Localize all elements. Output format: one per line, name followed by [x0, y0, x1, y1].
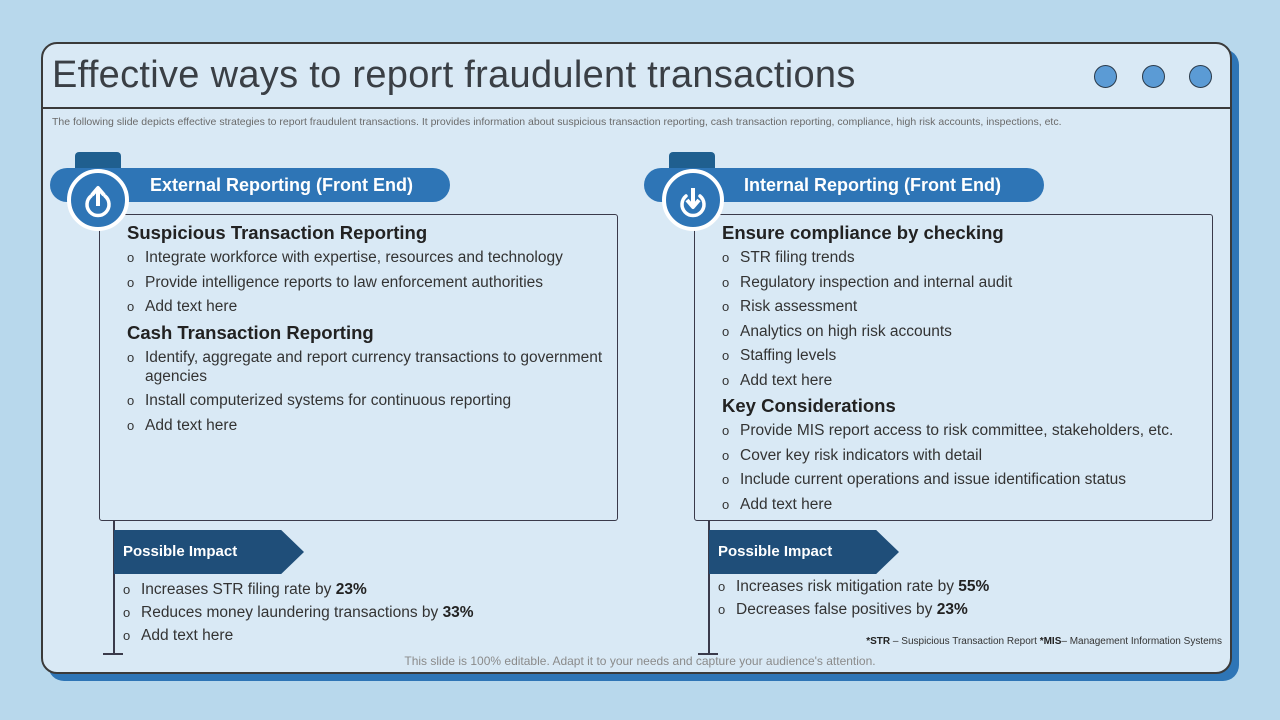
editable-note: This slide is 100% editable. Adapt it to…: [404, 654, 876, 668]
list-item: Staffing levels: [722, 346, 1202, 365]
upload-arrow-icon: [67, 169, 129, 231]
list-item: Increases risk mitigation rate by 55%: [718, 577, 989, 596]
list-item: Decreases false positives by 23%: [718, 600, 989, 619]
list-item: Cover key risk indicators with detail: [722, 446, 1202, 465]
possible-impact-label: Possible Impact: [709, 530, 899, 574]
section-heading: Key Considerations: [722, 395, 896, 416]
window-dot: [1142, 65, 1165, 88]
external-box: [99, 214, 618, 521]
window-dot: [1189, 65, 1212, 88]
list-item: Add text here: [123, 626, 474, 645]
section-heading: Ensure compliance by checking: [722, 222, 1004, 243]
list-item: Include current operations and issue ide…: [722, 470, 1202, 489]
section-heading: Cash Transaction Reporting: [127, 321, 374, 343]
internal-content: Ensure compliance by checking STR filing…: [722, 220, 1202, 519]
connector-line: [113, 521, 115, 654]
list-item: Provide MIS report access to risk commit…: [722, 421, 1202, 440]
list-item: Increases STR filing rate by 23%: [123, 580, 474, 599]
list-item: Integrate workforce with expertise, reso…: [127, 248, 607, 267]
possible-impact-label: Possible Impact: [114, 530, 304, 574]
list-item: Reduces money laundering transactions by…: [123, 603, 474, 622]
page-title: Effective ways to report fraudulent tran…: [52, 54, 856, 96]
list-item: Regulatory inspection and internal audit: [722, 273, 1202, 292]
internal-impact-list: Increases risk mitigation rate by 55% De…: [718, 577, 989, 623]
download-arrow-icon: [662, 169, 724, 231]
list-item: Analytics on high risk accounts: [722, 322, 1202, 341]
window-dot: [1094, 65, 1117, 88]
list-item: Add text here: [127, 297, 607, 316]
section-heading: Suspicious Transaction Reporting: [127, 222, 428, 243]
list-item: Add text here: [127, 416, 607, 435]
list-item: Install computerized systems for continu…: [127, 391, 607, 410]
connector-tick: [698, 653, 718, 655]
connector-line: [708, 521, 710, 654]
list-item: Risk assessment: [722, 297, 1202, 316]
internal-box: [694, 214, 1213, 521]
list-item: Add text here: [722, 371, 1202, 390]
footnote: *STR – Suspicious Transaction Report *MI…: [866, 636, 1222, 647]
list-item: STR filing trends: [722, 248, 1202, 267]
subtitle: The following slide depicts effective st…: [52, 116, 1062, 128]
connector-tick: [103, 653, 123, 655]
title-divider: [41, 107, 1232, 109]
list-item: Provide intelligence reports to law enfo…: [127, 273, 607, 292]
external-impact-list: Increases STR filing rate by 23% Reduces…: [123, 580, 474, 649]
list-item: Add text here: [722, 495, 1202, 514]
list-item: Identify, aggregate and report currency …: [127, 348, 607, 386]
external-content: Suspicious Transaction Reporting Integra…: [127, 220, 607, 440]
